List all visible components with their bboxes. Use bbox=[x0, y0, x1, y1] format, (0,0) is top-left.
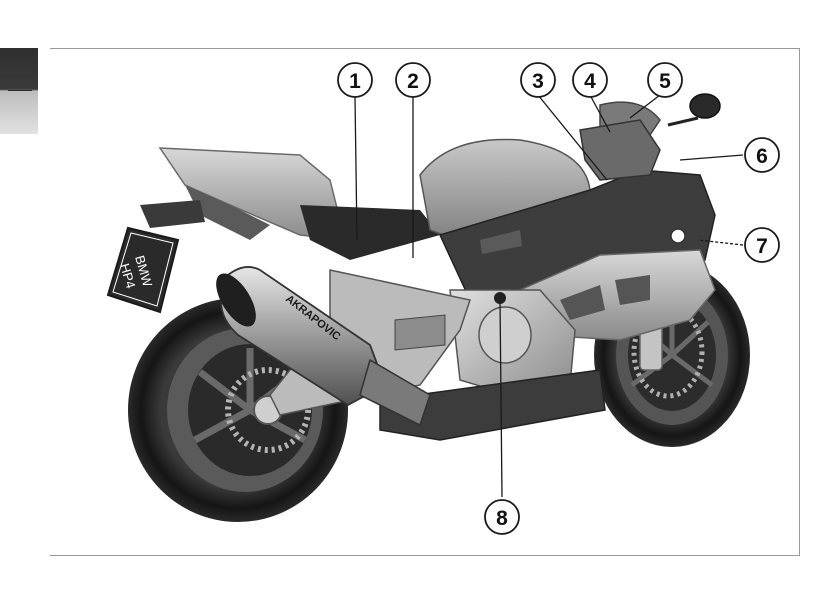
callout-6: 6 bbox=[745, 138, 779, 172]
svg-text:2: 2 bbox=[407, 70, 419, 93]
svg-text:8: 8 bbox=[496, 507, 508, 530]
seat bbox=[300, 205, 440, 260]
svg-text:7: 7 bbox=[756, 235, 768, 258]
svg-text:4: 4 bbox=[584, 70, 596, 93]
callout-2: 2 bbox=[396, 63, 430, 97]
callout-5: 5 bbox=[648, 63, 682, 97]
callout-3: 3 bbox=[521, 63, 555, 97]
svg-text:5: 5 bbox=[659, 70, 671, 93]
callout-8: 8 bbox=[485, 500, 519, 534]
mirror bbox=[668, 94, 720, 125]
callout-1: 1 bbox=[338, 63, 372, 97]
callout-4: 4 bbox=[573, 63, 607, 97]
callout-7: 7 bbox=[745, 228, 779, 262]
license-plate: BMW HP4 bbox=[108, 228, 178, 312]
svg-text:6: 6 bbox=[756, 145, 768, 168]
svg-text:1: 1 bbox=[349, 70, 361, 93]
svg-text:3: 3 bbox=[532, 70, 544, 93]
